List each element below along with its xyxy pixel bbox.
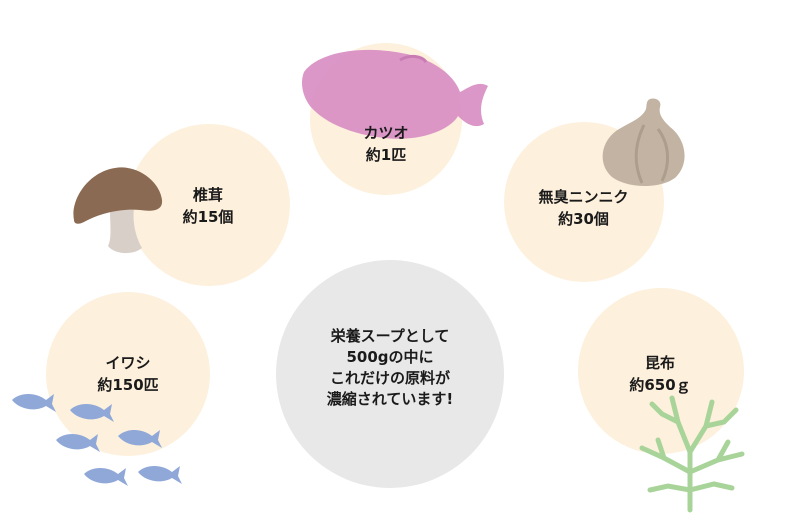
ingredient-label-iwashi: イワシ 約150匹 [78,352,178,396]
ingredient-label-garlic: 無臭ニンニク 約30個 [521,186,646,230]
shiitake-mushroom-icon [73,167,163,254]
ingredient-amount: 約1匹 [365,146,407,164]
ingredient-amount: 約150匹 [97,376,159,394]
ingredient-name: 無臭ニンニク [538,188,629,206]
ingredient-amount: 約15個 [182,208,234,226]
ingredient-name: イワシ [105,354,151,372]
ingredient-label-konbu: 昆布 約650ｇ [610,352,710,396]
garlic-icon [602,98,685,186]
ingredient-circle-iwashi [46,292,210,456]
center-line-3: これだけの原料が [329,369,450,387]
sardines-icon [12,394,182,486]
center-line-1: 栄養スープとして [330,327,450,345]
center-line-2: 500gの中に [346,348,434,366]
bonito-fish-icon [302,49,488,139]
center-summary-text: 栄養スープとして 500gの中に これだけの原料が 濃縮されています! [290,326,490,410]
center-line-4: 濃縮されています! [326,390,454,408]
ingredient-circle-konbu [578,288,744,454]
ingredient-label-shiitake: 椎茸 約15個 [158,184,258,228]
ingredient-amount: 約650ｇ [629,376,691,394]
ingredient-name: 椎茸 [192,186,223,204]
kelp-icon [639,395,745,513]
ingredient-name: カツオ [363,124,409,142]
ingredient-label-katsuo: カツオ 約1匹 [336,122,436,166]
center-summary-circle [276,260,504,488]
ingredient-name: 昆布 [644,354,675,372]
ingredient-amount: 約30個 [558,210,609,228]
